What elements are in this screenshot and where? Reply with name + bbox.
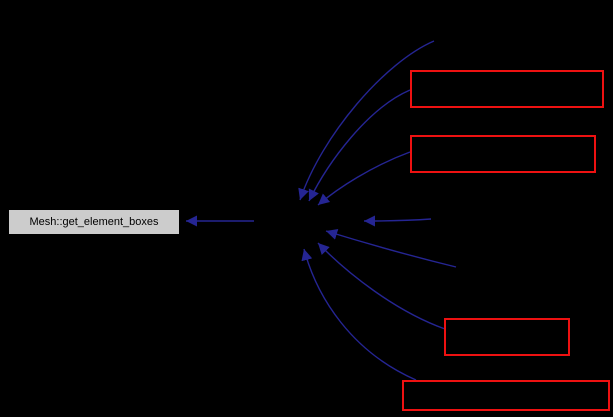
main-node: Mesh::get_element_boxes	[8, 209, 180, 235]
edge-lower-middle	[325, 228, 457, 268]
edge-caller-b	[317, 151, 411, 206]
edge-caller-a	[308, 89, 411, 202]
edge-caller-d	[301, 248, 417, 381]
caller-node-4[interactable]	[402, 380, 610, 411]
caller-node-3[interactable]	[444, 318, 570, 356]
edge-top	[298, 40, 435, 201]
caller-node-1[interactable]	[410, 70, 604, 108]
main-node-label: Mesh::get_element_boxes	[29, 216, 159, 228]
caller-node-2[interactable]	[410, 135, 596, 173]
edge-caller-c	[317, 242, 446, 330]
edge-middle	[363, 215, 432, 227]
